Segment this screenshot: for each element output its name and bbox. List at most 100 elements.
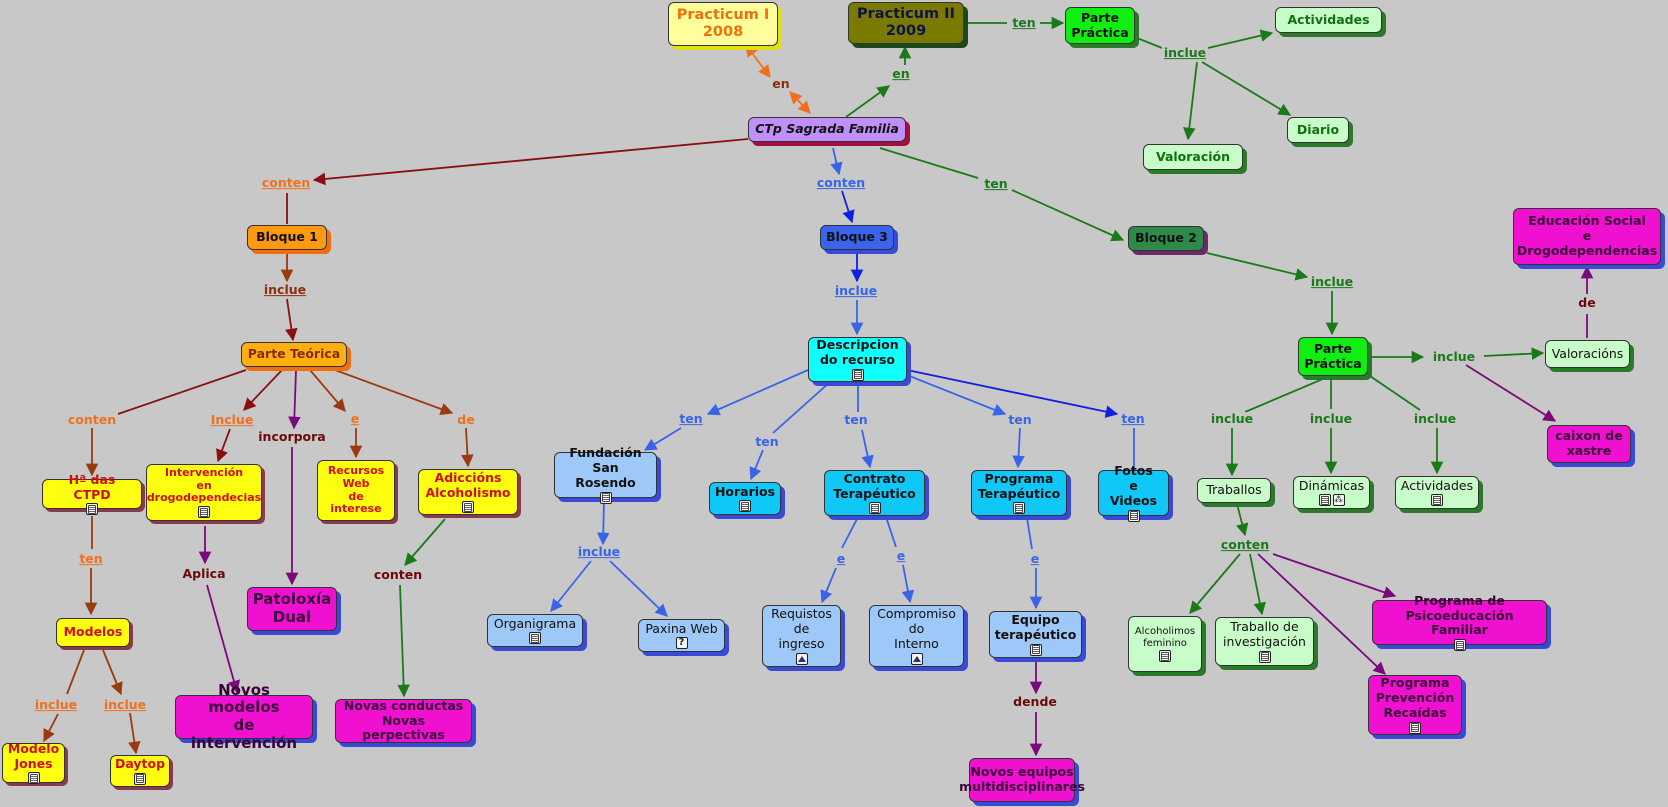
connector-line xyxy=(1026,517,1033,550)
concept-node-label: Horarios xyxy=(714,483,776,499)
concept-node-organ[interactable]: Organigrama xyxy=(487,614,583,647)
concept-node-daytop[interactable]: Daytop xyxy=(110,755,170,787)
concept-node-trab[interactable]: Traballos xyxy=(1197,478,1271,503)
concept-node-act1[interactable]: Actividades xyxy=(1275,7,1382,33)
concept-node-paxina[interactable]: Paxina Web xyxy=(638,619,725,652)
document-icon[interactable] xyxy=(1258,650,1271,663)
concept-node-dinam[interactable]: Dinámicas xyxy=(1293,476,1370,509)
concept-node-p1[interactable]: Practicum I 2008 xyxy=(668,2,778,46)
link-label-l_incl_b3: inclue xyxy=(832,283,880,299)
concept-node-edsoc[interactable]: Educación Social e Drogodependencias xyxy=(1513,208,1661,265)
document-icon[interactable] xyxy=(462,501,474,514)
document-icon[interactable] xyxy=(86,503,98,516)
concept-node-modelos[interactable]: Modelos xyxy=(56,618,130,647)
concept-node-act2[interactable]: Actividades xyxy=(1395,476,1479,509)
link-label-l_e_pt: e xyxy=(348,411,362,427)
concept-node-b3[interactable]: Bloque 3 xyxy=(820,225,894,250)
concept-node-prog[interactable]: Programa Terapéutico xyxy=(971,470,1067,516)
connector-line xyxy=(243,369,283,411)
concept-node-novmod[interactable]: Novos modelos de intervención xyxy=(175,681,313,752)
concept-node-progpsi[interactable]: Programa de Psicoeducación Familiar xyxy=(1372,593,1547,652)
document-icon[interactable] xyxy=(851,368,864,381)
image-icon[interactable] xyxy=(910,652,923,665)
concept-node-novequ[interactable]: Novos equipos multidisciplinares xyxy=(959,758,1085,802)
concept-node-label: caixon de xastre xyxy=(1555,428,1623,458)
concept-node-novcond[interactable]: Novas conductas Novas perpectivas xyxy=(335,697,472,743)
concept-node-progprev[interactable]: Programa Prevención Recaídas xyxy=(1368,675,1462,735)
concept-node-patol[interactable]: Patoloxía Dual xyxy=(247,587,337,631)
document-icon[interactable] xyxy=(739,500,751,513)
concept-node-pt[interactable]: Parte Teórica xyxy=(241,342,347,367)
concept-node-hctpd[interactable]: Hª das CTPD xyxy=(42,472,142,516)
concept-node-label: Paxina Web xyxy=(645,620,718,636)
concept-node-trabinv[interactable]: Traballo de investigación xyxy=(1215,617,1314,666)
document-icon[interactable] xyxy=(1029,643,1042,656)
concept-node-label: Practicum II 2009 xyxy=(857,5,955,39)
concept-node-alcfem[interactable]: Alcoholimos feminino xyxy=(1128,616,1202,672)
connector-line xyxy=(128,712,141,755)
link-label-l_incl_f: inclue xyxy=(575,544,623,560)
connector-line xyxy=(312,138,749,186)
resource-icons xyxy=(86,503,98,516)
concept-node-b2[interactable]: Bloque 2 xyxy=(1128,226,1204,251)
concept-node-label: Daytop xyxy=(114,756,166,772)
concept-node-label: Fotos e Videos xyxy=(1109,463,1158,508)
image-icon[interactable] xyxy=(795,652,808,665)
concept-node-recw[interactable]: Recursos Web de interese xyxy=(317,460,395,521)
concept-node-contr[interactable]: Contrato Terapéutico xyxy=(824,470,925,516)
concept-node-caixon[interactable]: caixon de xastre xyxy=(1547,425,1631,463)
concept-node-label: Novas conductas Novas perpectivas xyxy=(343,697,464,743)
document-icon[interactable] xyxy=(1453,639,1466,652)
concept-node-adic[interactable]: Adiccións Alcoholismo xyxy=(418,469,518,515)
concept-node-b1[interactable]: Bloque 1 xyxy=(247,225,327,250)
connector-line xyxy=(706,369,809,416)
concept-node-requ[interactable]: Requistos de ingreso xyxy=(762,605,841,667)
concept-node-pp1[interactable]: Parte Práctica xyxy=(1065,7,1135,44)
document-icon[interactable] xyxy=(134,772,146,785)
document-icon[interactable] xyxy=(1127,509,1140,522)
resource-icons xyxy=(1453,639,1466,652)
link-label-l_de_pt: de xyxy=(455,412,477,428)
concept-node-interv[interactable]: Intervención en drogodependecias xyxy=(146,464,262,521)
link-label-l_ten_d4: ten xyxy=(1006,412,1034,428)
document-icon[interactable] xyxy=(1013,502,1025,515)
concept-map-icon[interactable] xyxy=(1332,494,1345,507)
connector-line xyxy=(550,560,592,612)
link-label-l_ten_d2: ten xyxy=(753,434,781,450)
concept-node-label: Alcoholimos feminino xyxy=(1134,625,1196,649)
concept-node-p2[interactable]: Practicum II 2009 xyxy=(848,2,964,44)
document-icon[interactable] xyxy=(1409,721,1421,734)
link-label-l_aplica: Aplica xyxy=(180,566,228,582)
document-icon[interactable] xyxy=(198,506,210,519)
concept-node-label: Modelo Jones xyxy=(7,740,60,771)
document-icon[interactable] xyxy=(1431,494,1443,507)
concept-node-label: Modelos xyxy=(63,624,123,640)
connector-line xyxy=(404,518,446,566)
concept-node-compr[interactable]: Compromiso do Interno xyxy=(869,605,964,667)
connector-line xyxy=(749,449,764,481)
connector-line xyxy=(789,91,811,114)
document-icon[interactable] xyxy=(868,502,881,515)
document-icon[interactable] xyxy=(599,491,612,504)
concept-node-label: Recursos Web de interese xyxy=(327,463,385,516)
resource-icons xyxy=(1127,509,1140,522)
concept-node-pp2[interactable]: Parte Práctica xyxy=(1298,337,1368,376)
document-icon[interactable] xyxy=(27,772,40,785)
connector-line xyxy=(1483,347,1545,360)
resource-icons xyxy=(1431,494,1443,507)
connector-line xyxy=(845,85,891,118)
concept-node-valor[interactable]: Valoracións xyxy=(1545,340,1630,368)
concept-node-fund[interactable]: Fundación San Rosendo xyxy=(554,445,657,504)
concept-node-val1[interactable]: Valoración xyxy=(1143,144,1243,170)
concept-node-ctp[interactable]: CTp Sagrada Familia xyxy=(748,117,906,142)
concept-node-dia[interactable]: Diario xyxy=(1287,117,1349,143)
document-icon[interactable] xyxy=(529,632,541,645)
concept-node-fotos[interactable]: Fotos e Videos xyxy=(1098,463,1169,522)
concept-node-horar[interactable]: Horarios xyxy=(709,482,781,515)
document-icon[interactable] xyxy=(1159,650,1171,663)
concept-node-desc[interactable]: Descripcion do recurso xyxy=(808,337,907,382)
concept-node-equipo[interactable]: Equipo terapéutico xyxy=(989,611,1082,658)
help-icon[interactable] xyxy=(675,637,688,650)
concept-node-mjones[interactable]: Modelo Jones xyxy=(2,740,65,785)
document-icon[interactable] xyxy=(1318,494,1331,507)
